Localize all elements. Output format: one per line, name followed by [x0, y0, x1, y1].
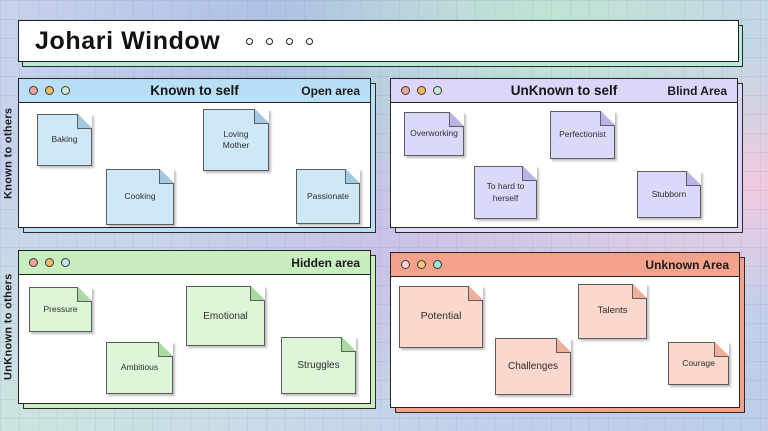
- window-control-yellow-icon: [45, 258, 54, 267]
- window-control-red-icon: [401, 86, 410, 95]
- sticky-note[interactable]: Stubborn: [637, 171, 701, 218]
- board-title-bar: Johari Window: [18, 20, 739, 62]
- quadrant-open-body: Baking Cooking Loving Mother Passionate: [19, 103, 370, 227]
- folded-corner-icon: [160, 169, 174, 183]
- sticky-note-text: Cooking: [124, 191, 156, 202]
- sticky-note-text: Pressure: [43, 303, 78, 314]
- title-dots: [246, 37, 314, 45]
- quadrant-unknown-body: Potential Challenges Talents Courage: [391, 277, 739, 407]
- sticky-note-text: Challenges: [507, 361, 559, 372]
- folded-corner-icon: [255, 109, 269, 123]
- page-title: Johari Window: [35, 26, 221, 55]
- quadrant-unknown-header: Unknown Area: [391, 253, 739, 277]
- quadrant-hidden-area: Hidden area Pressure Ambitious Emotional…: [18, 250, 371, 404]
- area-label: Blind Area: [667, 83, 727, 98]
- folded-corner-icon: [633, 284, 647, 298]
- sticky-note[interactable]: Perfectionist: [550, 111, 615, 159]
- sticky-note-text: Baking: [51, 134, 78, 145]
- area-label: Unknown Area: [645, 257, 729, 272]
- folded-corner-icon: [469, 286, 483, 300]
- area-label: Hidden area: [291, 255, 360, 270]
- sticky-note[interactable]: Pressure: [29, 287, 92, 332]
- folded-corner-icon: [78, 114, 92, 128]
- folded-corner-icon: [159, 342, 173, 356]
- sticky-note-text: Passionate: [306, 190, 350, 201]
- window-controls: [401, 260, 442, 269]
- sticky-note[interactable]: Struggles: [281, 337, 356, 394]
- dot-icon: [246, 37, 254, 45]
- sticky-note[interactable]: Baking: [37, 114, 92, 166]
- sticky-note-text: Talents: [597, 305, 628, 317]
- area-label: Open area: [301, 83, 360, 98]
- quadrant-hidden-header: Hidden area: [19, 251, 370, 275]
- quadrant-open-header: Known to self Open area: [19, 79, 370, 103]
- folded-corner-icon: [715, 342, 729, 356]
- window-control-red-icon: [29, 258, 38, 267]
- folded-corner-icon: [450, 112, 464, 126]
- row-label-unknown-to-others: UnKnown to others: [2, 273, 15, 381]
- dot-icon: [306, 37, 314, 45]
- quadrant-open-area: Known to self Open area Baking Cooking L…: [18, 78, 371, 228]
- window-control-yellow-icon: [417, 260, 426, 269]
- sticky-note[interactable]: To hard to herself: [474, 166, 537, 219]
- window-control-cyan-icon: [61, 258, 70, 267]
- sticky-note[interactable]: Emotional: [186, 286, 265, 346]
- window-control-green-icon: [61, 86, 70, 95]
- window-control-yellow-icon: [417, 86, 426, 95]
- folded-corner-icon: [346, 169, 360, 183]
- quadrant-unknown-area: Unknown Area Potential Challenges Talent…: [390, 252, 740, 408]
- folded-corner-icon: [601, 111, 615, 125]
- row-label-known-to-others: Known to others: [2, 107, 15, 199]
- quadrant-blind-header: UnKnown to self Blind Area: [391, 79, 737, 103]
- sticky-note[interactable]: Potential: [399, 286, 483, 348]
- sticky-note-text: To hard to herself: [486, 181, 525, 203]
- quadrant-blind-body: Overworking Perfectionist To hard to her…: [391, 103, 737, 227]
- sticky-note-text: Loving Mother: [222, 128, 250, 150]
- sticky-note[interactable]: Challenges: [495, 338, 571, 395]
- folded-corner-icon: [78, 287, 92, 301]
- sticky-note-text: Courage: [682, 357, 715, 368]
- sticky-note-text: Struggles: [297, 360, 340, 371]
- window-control-pink-icon: [401, 260, 410, 269]
- sticky-note[interactable]: Loving Mother: [203, 109, 269, 171]
- folded-corner-icon: [687, 171, 701, 185]
- folded-corner-icon: [342, 337, 356, 351]
- window-control-teal-icon: [433, 260, 442, 269]
- sticky-note[interactable]: Cooking: [106, 169, 174, 225]
- sticky-note-text: Stubborn: [651, 188, 687, 199]
- window-control-red-icon: [29, 86, 38, 95]
- sticky-note-text: Emotional: [203, 310, 248, 322]
- window-title: Known to self: [150, 83, 239, 98]
- window-controls: [29, 258, 70, 267]
- dot-icon: [286, 37, 294, 45]
- sticky-note-text: Perfectionist: [559, 129, 606, 140]
- sticky-note-text: Potential: [420, 310, 462, 323]
- quadrant-hidden-body: Pressure Ambitious Emotional Struggles: [19, 275, 370, 403]
- sticky-note[interactable]: Talents: [578, 284, 647, 339]
- sticky-note[interactable]: Ambitious: [106, 342, 173, 394]
- sticky-note[interactable]: Overworking: [404, 112, 464, 156]
- window-controls: [401, 86, 442, 95]
- folded-corner-icon: [251, 286, 265, 300]
- folded-corner-icon: [523, 166, 537, 180]
- window-controls: [29, 86, 70, 95]
- window-control-green-icon: [433, 86, 442, 95]
- dot-icon: [266, 37, 274, 45]
- quadrant-blind-area: UnKnown to self Blind Area Overworking P…: [390, 78, 738, 228]
- folded-corner-icon: [557, 338, 571, 352]
- sticky-note-text: Ambitious: [120, 362, 159, 373]
- sticky-note[interactable]: Courage: [668, 342, 729, 385]
- sticky-note[interactable]: Passionate: [296, 169, 360, 224]
- window-control-yellow-icon: [45, 86, 54, 95]
- window-title: UnKnown to self: [510, 83, 618, 98]
- sticky-note-text: Overworking: [410, 128, 458, 139]
